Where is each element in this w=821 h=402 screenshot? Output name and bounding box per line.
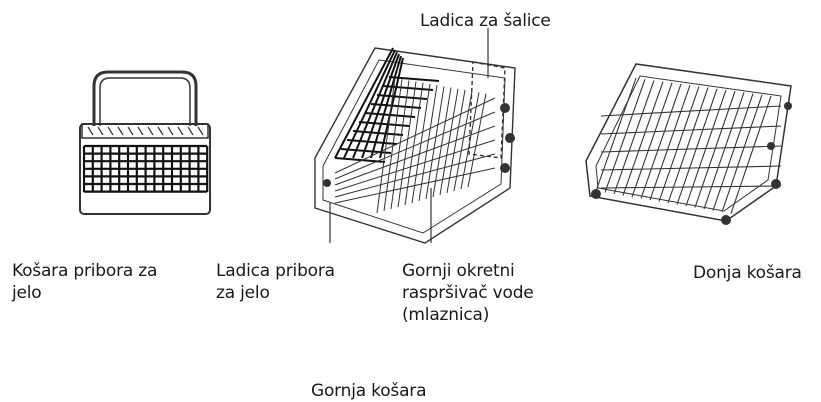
- cutlery-basket-illustration: [79, 70, 211, 215]
- cup-drawer-label: Ladica za šalice: [420, 11, 551, 31]
- upper-basket-label: Gornja košara: [311, 381, 427, 401]
- lower-basket-label: Donja košara: [693, 263, 802, 283]
- cutlery-basket-label: Košara pribora za jelo: [12, 261, 158, 303]
- upper-spray-arm-label: Gornji okretni raspršivač vode (mlaznica…: [402, 261, 534, 325]
- cutlery-drawer-label: Ladica pribora za jelo: [216, 261, 335, 303]
- lower-basket-illustration: [585, 63, 792, 225]
- upper-basket-illustration: [314, 28, 516, 244]
